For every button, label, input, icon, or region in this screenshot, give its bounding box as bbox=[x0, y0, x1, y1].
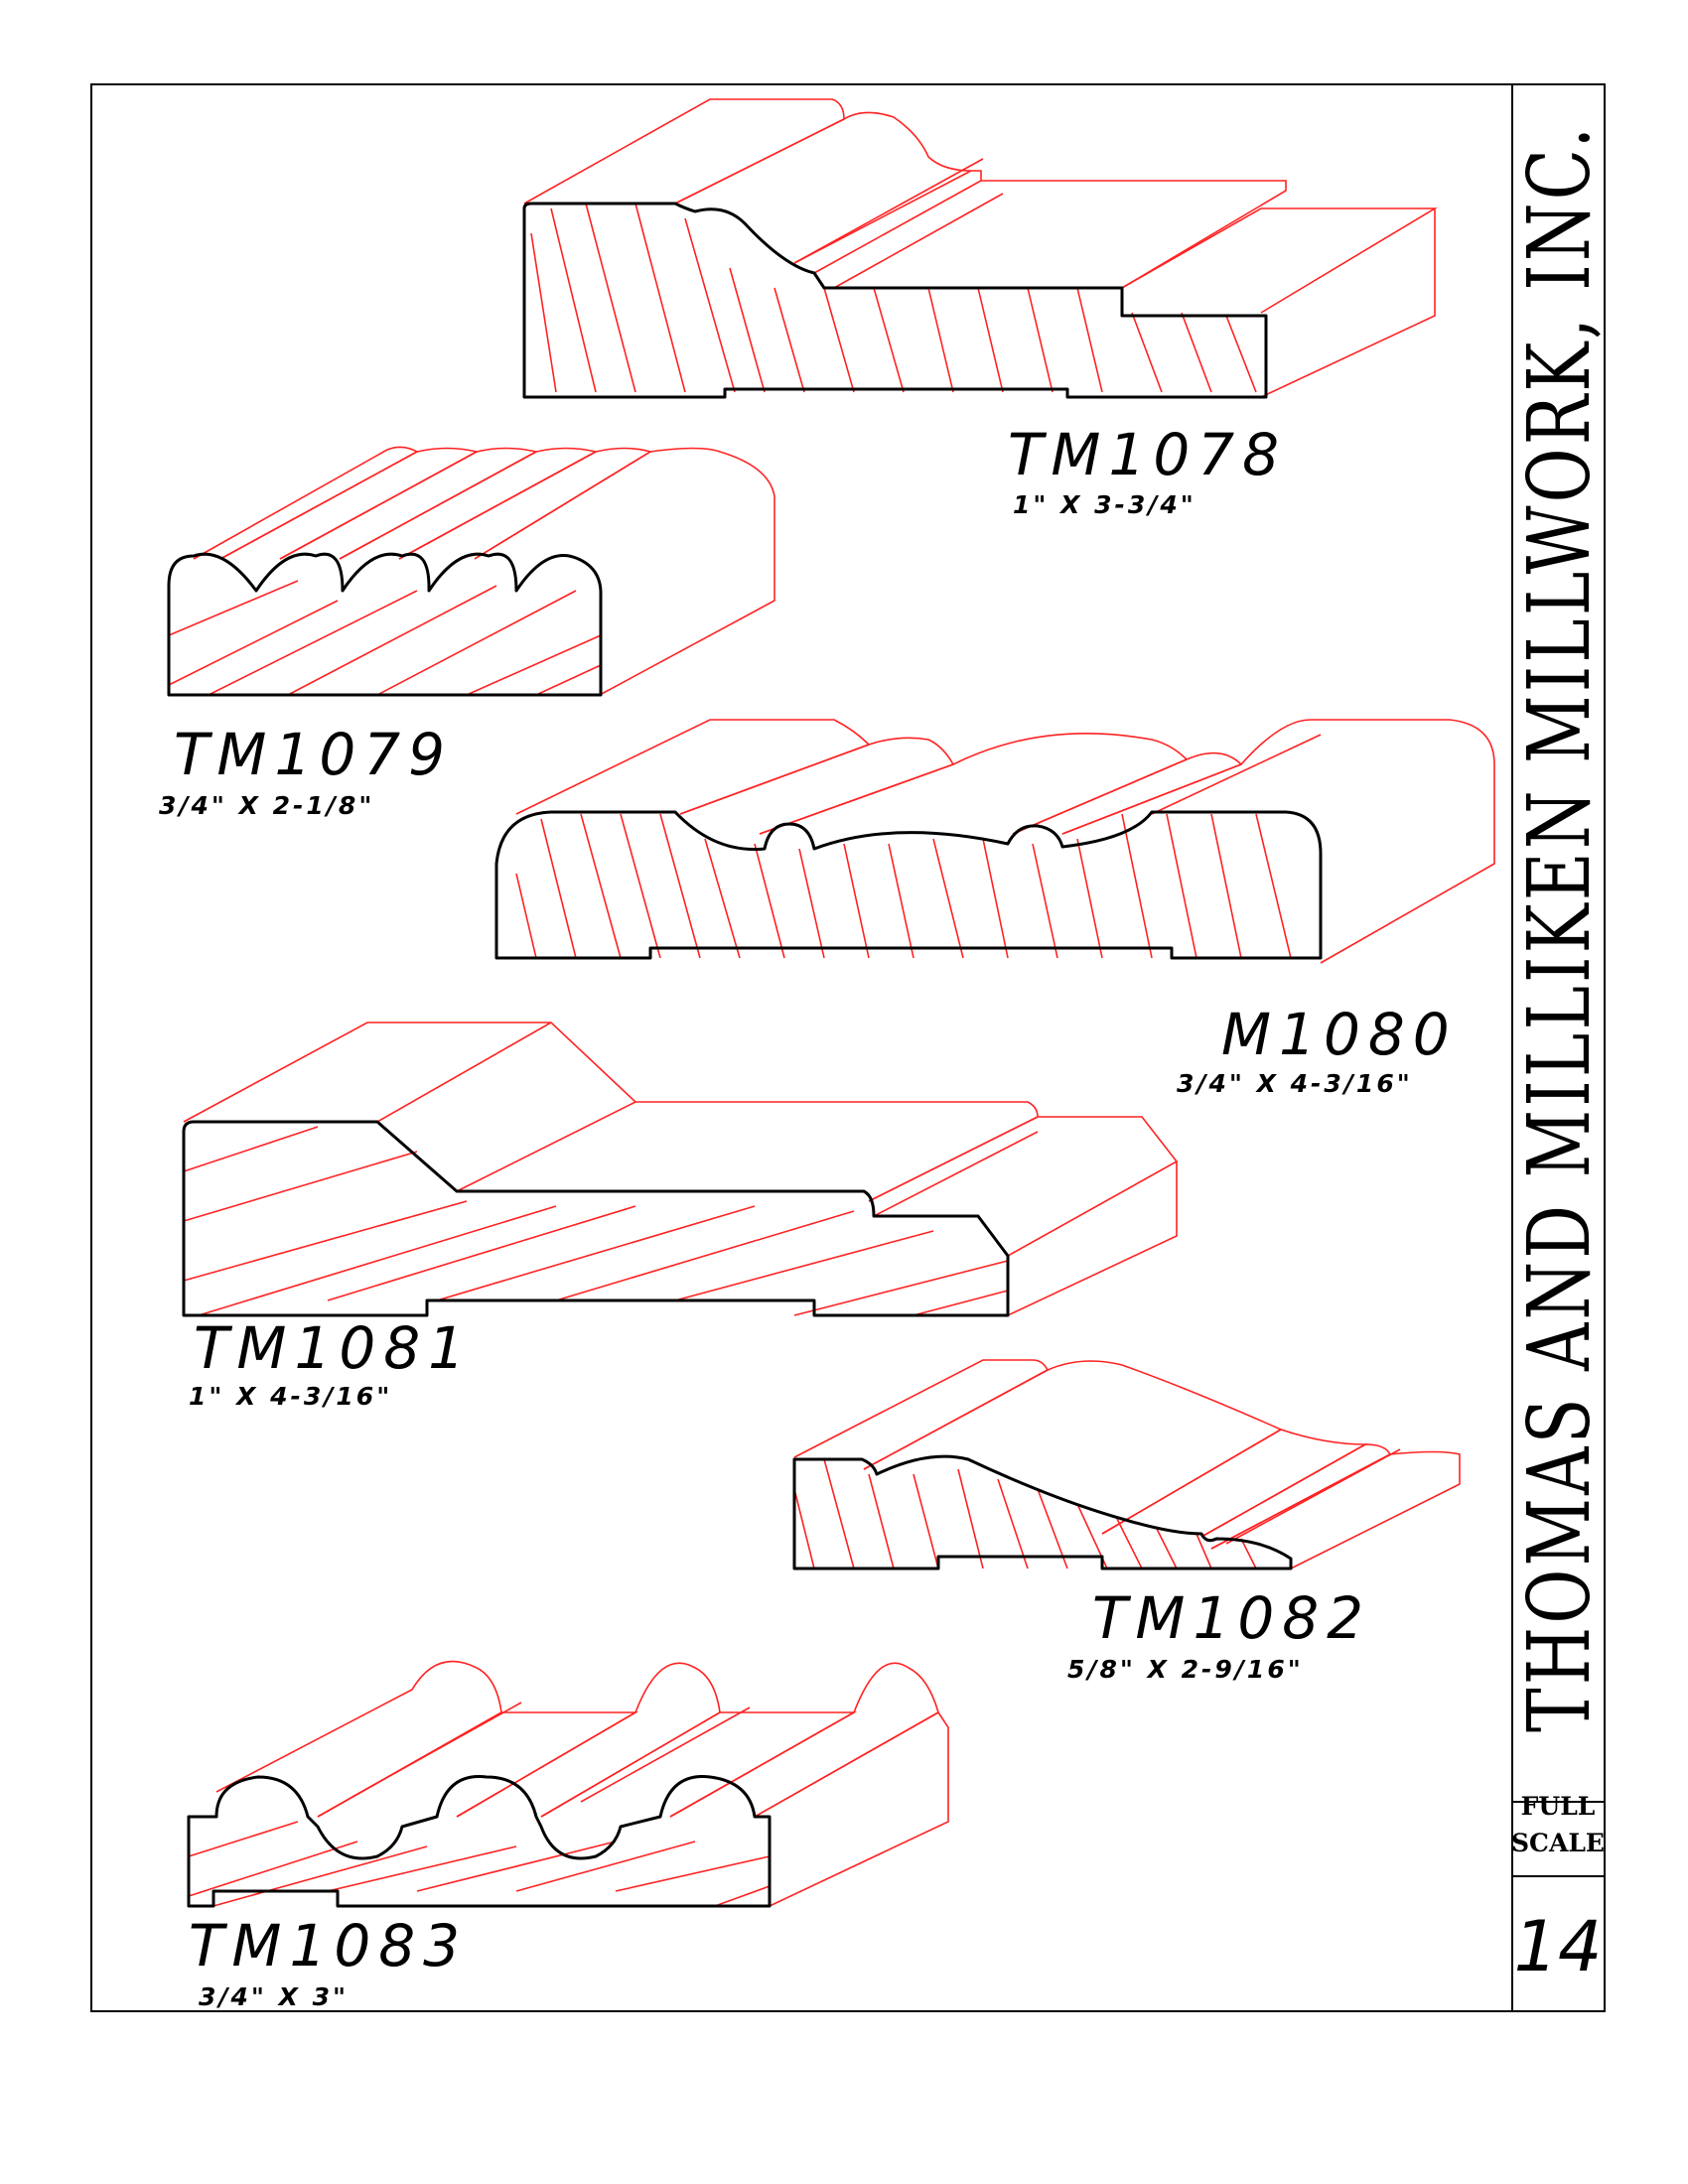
page-frame bbox=[90, 83, 1606, 2012]
tm1078-grain bbox=[530, 203, 1257, 393]
tm1078-size: 1" X 3-3/4" bbox=[1013, 490, 1196, 519]
profile-tm1078: TM1078 1" X 3-3/4" bbox=[522, 98, 1438, 519]
tm1081-grain bbox=[183, 1126, 1009, 1316]
profile-tm1079: TM1079 3/4" X 2-1/8" bbox=[159, 446, 775, 820]
tm1078-code: TM1078 bbox=[1008, 421, 1287, 488]
tm1082-extrusion bbox=[793, 1359, 1461, 1570]
tm1082-code: TM1082 bbox=[1092, 1584, 1371, 1652]
tm1083-profile-outline bbox=[187, 1775, 772, 1908]
profile-tm1083: TM1083 3/4" X 3" bbox=[187, 1660, 949, 2011]
m1080-code: M1080 bbox=[1221, 1001, 1458, 1068]
tm1078-profile-outline bbox=[522, 202, 1268, 399]
scale-label-full: FULL bbox=[1521, 1792, 1596, 1821]
tm1079-code: TM1079 bbox=[174, 721, 453, 788]
tm1079-extrusion bbox=[193, 446, 775, 696]
tm1083-extrusion bbox=[215, 1660, 949, 1907]
tm1083-size: 3/4" X 3" bbox=[199, 1982, 349, 2011]
tm1083-code: TM1083 bbox=[189, 1912, 468, 1979]
scale-label-scale: SCALE bbox=[1511, 1829, 1605, 1857]
tm1079-profile-outline bbox=[167, 552, 603, 697]
tm1083-grain bbox=[188, 1821, 771, 1907]
tm1081-size: 1" X 4-3/16" bbox=[189, 1382, 392, 1411]
m1080-grain bbox=[515, 813, 1292, 959]
tm1081-code: TM1081 bbox=[194, 1314, 473, 1382]
page-number: 14 bbox=[1513, 1906, 1602, 1987]
company-title: THOMAS AND MILLIKEN MILLWORK, INC. bbox=[1510, 124, 1610, 1732]
tm1079-size: 3/4" X 2-1/8" bbox=[159, 791, 374, 820]
m1080-size: 3/4" X 4-3/16" bbox=[1177, 1069, 1413, 1098]
tm1082-grain bbox=[793, 1458, 1257, 1570]
tm1082-size: 5/8" X 2-9/16" bbox=[1067, 1655, 1304, 1684]
profile-tm1082: TM1082 5/8" X 2-9/16" bbox=[792, 1359, 1461, 1684]
tm1079-grain bbox=[168, 580, 602, 696]
tm1081-profile-outline bbox=[182, 1120, 1010, 1317]
profile-m1080: M1080 3/4" X 4-3/16" bbox=[494, 719, 1495, 1098]
tm1082-profile-outline bbox=[792, 1454, 1293, 1570]
tm1078-extrusion bbox=[523, 98, 1438, 398]
tm1081-extrusion bbox=[183, 1022, 1179, 1316]
m1080-extrusion bbox=[515, 719, 1495, 964]
profile-tm1081: TM1081 1" X 4-3/16" bbox=[182, 1022, 1179, 1411]
m1080-profile-outline bbox=[494, 810, 1323, 960]
